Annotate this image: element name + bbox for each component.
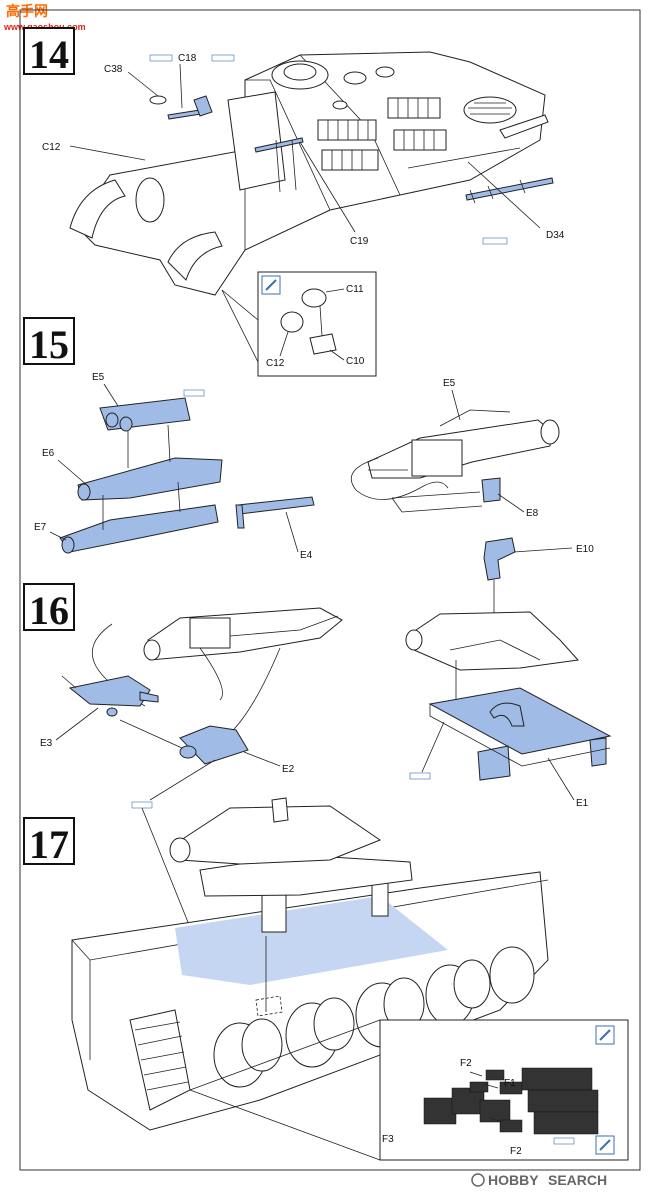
label-inset-c11: C11: [346, 284, 364, 295]
part-e1: [428, 687, 612, 781]
paint-tag-icon: [211, 54, 235, 62]
logo-hobby-text: HOBBY: [488, 1172, 539, 1188]
track-inset: F2 F1 F3 F2: [189, 1019, 629, 1161]
label-c19: C19: [350, 236, 369, 247]
label-d34: D34: [546, 230, 565, 241]
lower-hull-drawing: [71, 854, 549, 1131]
label-e4: E4: [300, 550, 313, 561]
spare-track-links: [317, 97, 447, 171]
step-number-box: [23, 817, 75, 865]
part-c18-blue: [167, 109, 202, 120]
step-number: 15: [29, 322, 69, 367]
inset-sight-detail: C11 C12 C10: [221, 271, 377, 377]
label-e1: E1: [576, 798, 589, 809]
watermark-logo-text: 高手网: [6, 3, 48, 19]
label-inset-c10: C10: [346, 356, 365, 367]
label-e8: E8: [526, 508, 539, 519]
paint-tag-icon: [183, 389, 205, 397]
step-number-box: [23, 317, 75, 365]
part-e4-blue: [237, 496, 315, 515]
step-16: 16 E3 E2 E10: [23, 537, 612, 809]
label-e10: E10: [576, 544, 594, 555]
step-number: 16: [29, 588, 69, 633]
label-e5: E5: [92, 372, 105, 383]
label-e5-right: E5: [443, 378, 456, 389]
hull-floor-highlight: [175, 896, 448, 985]
part-c19-blue: [254, 137, 304, 153]
paint-tag-icon: [149, 54, 173, 62]
paint-tag-icon: [409, 772, 431, 780]
logo-search-text: SEARCH: [548, 1172, 607, 1188]
label-c38: C38: [104, 64, 123, 75]
step-17: 17: [23, 759, 629, 1161]
part-e10-blue: [483, 537, 516, 581]
label-c12: C12: [42, 142, 61, 153]
label-f2-bottom: F2: [510, 1146, 522, 1157]
mount-cradle-drawing: [405, 611, 580, 671]
gun-mount-drawing: [169, 797, 382, 1017]
step-number-box: [23, 583, 75, 631]
part-e7-blue: [59, 504, 219, 553]
step-number-box: [23, 27, 75, 75]
part-e6-blue: [77, 457, 223, 501]
paint-tag-icon: [553, 1137, 575, 1145]
gun-cradle-drawing: [143, 607, 343, 701]
part-e3-blue: [68, 675, 151, 707]
step-number: 14: [29, 32, 69, 77]
hobbysearch-logo-icon: [471, 1173, 485, 1187]
paint-tag-icon: [131, 801, 153, 809]
paint-tag-icon: [482, 237, 508, 245]
part-blue-small: [193, 95, 213, 117]
part-d34-blue: [465, 177, 554, 201]
gun-cradle-assembly: [350, 409, 560, 513]
part-c38: [149, 95, 167, 105]
part-e8-blue: [481, 477, 501, 503]
hobbysearch-logo: HOBBY SEARCH: [471, 1172, 607, 1188]
step-number: 17: [29, 822, 69, 867]
step-15: 15 E5 E6 E7 E4 E5: [23, 317, 560, 561]
label-e2: E2: [282, 764, 295, 775]
label-inset-c12: C12: [266, 358, 285, 369]
part-e2-blue: [179, 725, 249, 765]
label-e7: E7: [34, 522, 47, 533]
page-border: [19, 9, 641, 1171]
label-e3: E3: [40, 738, 53, 749]
upper-hull-drawing: [69, 51, 549, 296]
label-f3: F3: [382, 1134, 394, 1145]
label-f1: F1: [504, 1078, 516, 1089]
step-14: 14: [23, 27, 565, 377]
label-c18: C18: [178, 53, 197, 64]
label-e6: E6: [42, 448, 55, 459]
label-f2-top: F2: [460, 1058, 472, 1069]
